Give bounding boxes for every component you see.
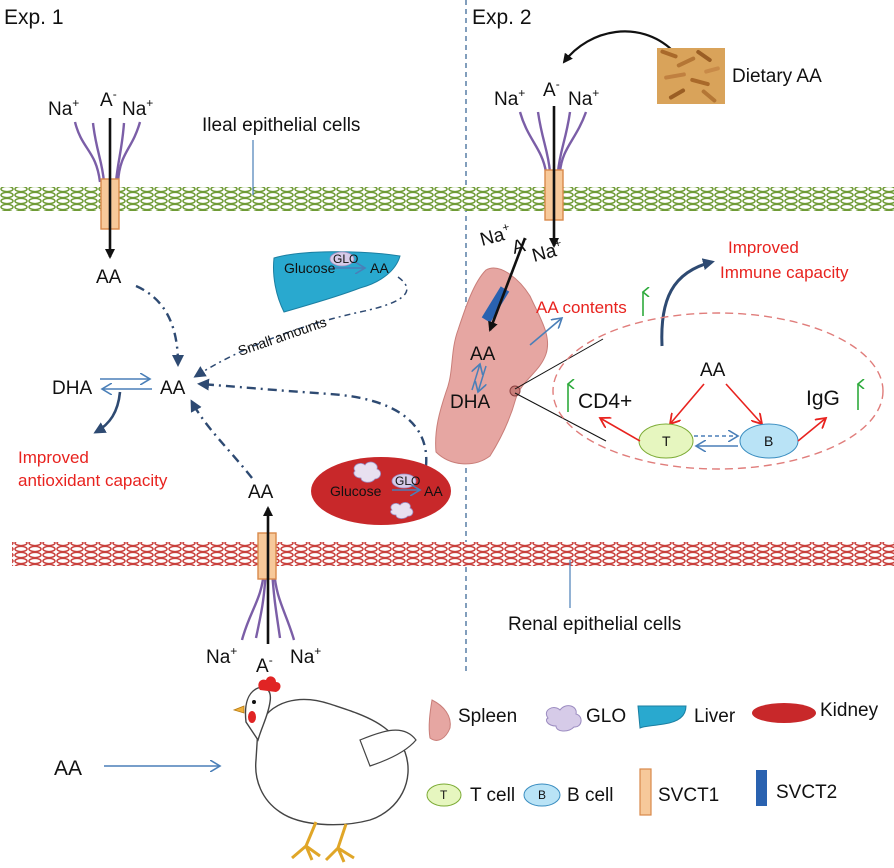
zoom-line-bottom	[514, 392, 607, 442]
chicken-illustration	[232, 676, 417, 863]
kidney-glo-label: GLO	[395, 474, 420, 488]
ileal-membrane	[0, 187, 894, 211]
kidney-glo-cloud-2	[390, 502, 414, 519]
svct1-transporter-renal	[240, 506, 296, 644]
na-plus-left-exp2: Na+	[494, 86, 525, 110]
b-to-igg-arrow	[797, 418, 826, 442]
a-minus-top: A-	[100, 87, 117, 111]
b-cell-node-label: B	[764, 433, 773, 449]
aa-center-label: AA	[160, 378, 186, 399]
legend-liver-icon	[637, 705, 687, 729]
kidney-glucose-label: Glucose	[330, 483, 382, 499]
legend-b-cell-label: B cell	[567, 785, 613, 806]
legend-spleen-label: Spleen	[458, 706, 517, 727]
improved-antioxidant-line2: antioxidant capacity	[18, 471, 168, 490]
t-cell-node-label: T	[662, 433, 671, 449]
na-plus-right-spleen: Na+	[529, 236, 565, 267]
spleen-aa-label: AA	[470, 344, 496, 365]
na-plus-left-bottom: Na+	[206, 644, 237, 668]
ileal-aa-to-center-arrow	[135, 284, 184, 367]
legend-spleen-icon	[428, 699, 451, 741]
immune-capacity-arrow	[660, 258, 715, 347]
dietary-aa-arrow	[562, 30, 673, 64]
na-plus-left-top: Na+	[48, 96, 79, 120]
aa-contents-label: AA contents	[536, 298, 627, 317]
legend-svct1-icon	[639, 768, 652, 816]
legend-t-cell-icon	[426, 783, 462, 807]
legend-glo-icon	[545, 705, 582, 732]
liver-glo-icon	[329, 251, 355, 267]
aa-label-renal: AA	[248, 482, 274, 503]
renal-membrane-label: Renal epithelial cells	[508, 614, 681, 635]
legend-svct1-label: SVCT1	[658, 785, 719, 806]
legend-b-symbol: B	[538, 788, 546, 802]
legend-glo-label: GLO	[586, 706, 626, 727]
cd4-label: CD4+	[578, 390, 632, 413]
exp1-title: Exp. 1	[4, 6, 64, 29]
spleen-aa-arrow	[488, 237, 527, 332]
renal-aa-to-center-arrow	[190, 399, 253, 479]
renal-membrane	[12, 542, 894, 566]
na-plus-right-exp2: Na+	[568, 86, 599, 110]
legend-b-cell-icon	[523, 783, 561, 807]
improved-antioxidant-line1: Improved	[18, 448, 89, 467]
dietary-aa-label: Dietary AA	[732, 66, 822, 87]
spleen-dha-to-aa	[471, 364, 480, 391]
chicken-aa-label: AA	[54, 757, 82, 780]
legend-liver-label: Liver	[694, 706, 736, 727]
small-amounts-label: Small amounts	[236, 314, 329, 359]
liver-glucose-label: Glucose	[284, 260, 336, 276]
exp2-title: Exp. 2	[472, 6, 532, 29]
legend: Spleen GLO Liver Kidney T T cell B B cel…	[426, 699, 879, 816]
aa-label-ileal: AA	[96, 267, 122, 288]
kidney-glo-cloud-1	[353, 461, 381, 483]
a-minus-bottom: A-	[256, 653, 273, 677]
spleen-organ	[435, 237, 549, 465]
legend-t-cell-label: T cell	[470, 785, 515, 806]
legend-svct2-label: SVCT2	[776, 782, 837, 803]
liver-aa-label: AA	[370, 260, 389, 276]
liver-to-center-arrow	[193, 276, 408, 378]
svct1-transporter-exp2	[518, 106, 588, 248]
na-plus-right-bottom: Na+	[290, 644, 321, 668]
legend-kidney-icon	[752, 703, 816, 723]
ileal-membrane-label: Ileal epithelial cells	[202, 115, 360, 136]
dietary-feed-image	[657, 48, 725, 104]
dha-label: DHA	[52, 378, 92, 399]
kidney-aa-label: AA	[424, 483, 443, 499]
immune-line2-label: Immune capacity	[720, 263, 849, 282]
inset-aa-label: AA	[700, 360, 726, 381]
immune-zoom-inset	[552, 312, 884, 470]
antioxidant-arrow	[93, 391, 122, 434]
kidney-to-center-arrow	[197, 378, 428, 467]
a-minus-exp2: A-	[543, 77, 560, 101]
aa-to-t-arrow	[670, 383, 705, 424]
liver-glo-label: GLO	[333, 252, 358, 266]
igg-label: IgG	[806, 387, 840, 410]
spleen-zoom-point	[509, 385, 521, 397]
svct1-transporter-ileal	[73, 118, 142, 259]
zoom-line-top	[514, 338, 604, 390]
spleen-aa-to-dha	[478, 365, 487, 392]
legend-svct2-icon	[756, 770, 767, 806]
aa-contents-arrow	[529, 318, 562, 346]
immune-line1-label: Improved	[728, 238, 799, 257]
na-plus-right-top: Na+	[122, 96, 153, 120]
kidney-organ	[311, 457, 451, 525]
legend-kidney-label: Kidney	[820, 700, 879, 721]
na-plus-left-spleen: Na+	[477, 220, 513, 251]
spleen-dha-label: DHA	[450, 392, 490, 413]
liver-organ	[273, 251, 401, 313]
svct2-bar	[481, 286, 510, 323]
t-to-cd4-arrow	[600, 418, 641, 442]
aa-to-b-arrow	[725, 383, 762, 424]
a-minus-spleen: A-	[509, 231, 531, 259]
legend-t-symbol: T	[440, 788, 448, 802]
